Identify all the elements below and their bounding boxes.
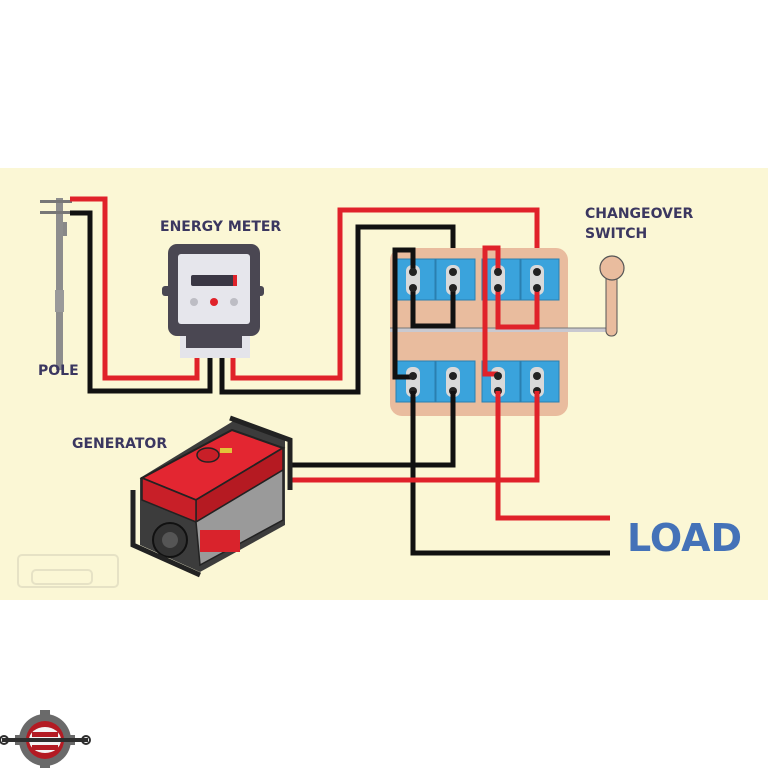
live-wire-meter-to-switch bbox=[230, 207, 540, 381]
changeover-label-line1: CHANGEOVER bbox=[585, 206, 694, 222]
live-wire-generator bbox=[288, 391, 540, 483]
brand-logo bbox=[0, 710, 91, 768]
energy-meter bbox=[162, 244, 264, 358]
live-wire-pole-to-meter bbox=[70, 196, 200, 381]
changeover-label-line2: SWITCH bbox=[585, 226, 647, 242]
watermark-logo bbox=[17, 554, 119, 588]
load-label: LOAD bbox=[627, 516, 742, 560]
switch-lever-handle[interactable] bbox=[599, 255, 625, 337]
pole-label: POLE bbox=[38, 363, 79, 379]
neutral-wire-meter-to-switch bbox=[219, 224, 456, 395]
neutral-wire-to-load bbox=[410, 391, 610, 556]
diagram-background bbox=[0, 168, 768, 600]
neutral-loop-top bbox=[410, 288, 456, 329]
generator-label: GENERATOR bbox=[72, 436, 167, 452]
live-bridge-left bbox=[482, 245, 501, 377]
live-wire-to-load bbox=[495, 391, 610, 521]
neutral-wire-generator bbox=[288, 391, 456, 468]
generator bbox=[130, 415, 293, 578]
energy-meter-label: ENERGY METER bbox=[160, 219, 281, 235]
live-loop-top bbox=[495, 288, 540, 330]
neutral-wire-pole-to-meter bbox=[70, 210, 213, 394]
utility-pole bbox=[40, 198, 72, 370]
neutral-bridge-left bbox=[392, 247, 416, 380]
